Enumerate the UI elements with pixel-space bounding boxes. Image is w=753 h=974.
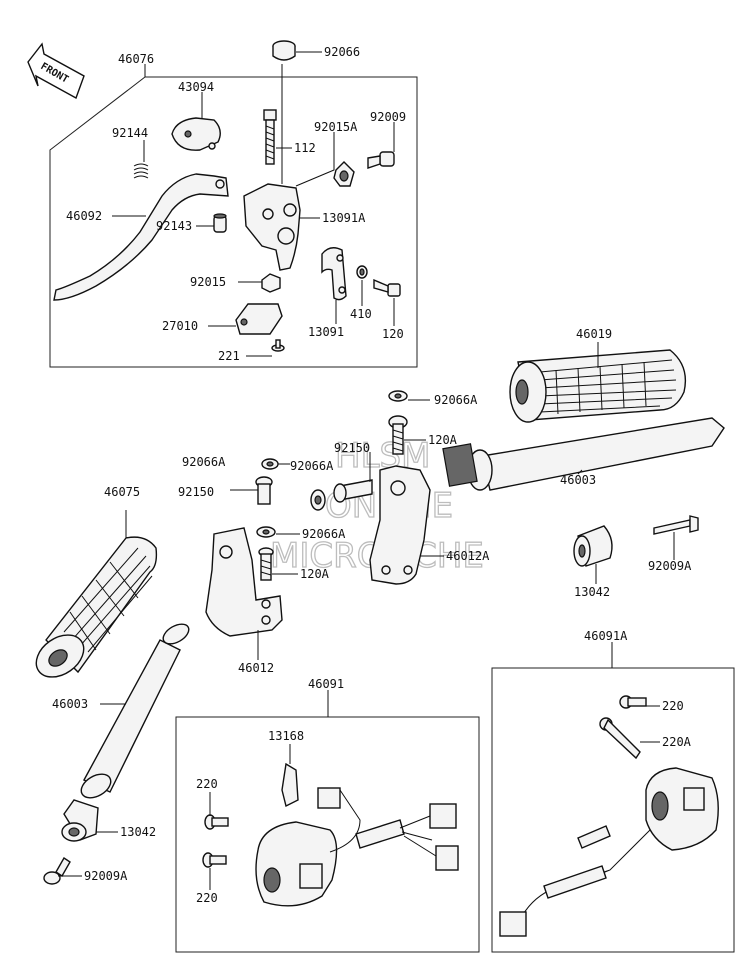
label-43094: 43094 [178, 80, 214, 94]
part-92144-spring [133, 163, 149, 179]
part-switch-housing-right [645, 767, 719, 851]
part-46003-tube-right [442, 417, 725, 491]
part-46012A-holder [369, 465, 431, 585]
part-92150-bolt-left [255, 476, 273, 505]
label-46019: 46019 [576, 327, 612, 341]
label-46012A: 46012A [446, 549, 490, 563]
label-13042-left: 13042 [120, 825, 156, 839]
part-410-washer [356, 265, 368, 279]
part-13168-clip [281, 762, 299, 808]
part-92015-nut [261, 273, 281, 293]
part-220-screw-lower [202, 852, 227, 868]
label-120: 120 [382, 327, 404, 341]
part-92009A-screw-right [653, 515, 699, 535]
part-120A-bolt-top [388, 415, 408, 455]
part-220-screw-upper [204, 814, 229, 830]
label-120A-top: 120A [428, 433, 458, 447]
label-220A: 220A [662, 735, 692, 749]
label-27010: 27010 [162, 319, 198, 333]
part-92066-cap [272, 40, 296, 61]
label-92066A-top: 92066A [434, 393, 478, 407]
part-13091-clamp [321, 247, 347, 301]
label-46003-left: 46003 [52, 697, 88, 711]
label-92009A-left: 92009A [84, 869, 128, 883]
label-13168: 13168 [268, 729, 304, 743]
label-46076: 46076 [118, 52, 154, 66]
part-46092-lever [53, 173, 229, 301]
part-92066A-washer-low [256, 526, 276, 538]
part-43094-cover [171, 117, 221, 151]
label-13091A: 13091A [322, 211, 366, 225]
part-13042-weight-right [573, 525, 613, 567]
part-switch-housing-left [255, 821, 338, 907]
part-13091A-bracket [243, 183, 301, 271]
label-221: 221 [218, 349, 240, 363]
part-46003-tube-left [80, 623, 190, 799]
label-92066: 92066 [324, 45, 360, 59]
part-46019-grip [509, 349, 687, 423]
label-220-lower: 220 [196, 891, 218, 905]
label-220-right: 220 [662, 699, 684, 713]
part-220A-screw-right [599, 717, 641, 760]
part-46012-holder [205, 527, 283, 637]
label-92144: 92144 [112, 126, 148, 140]
label-46012: 46012 [238, 661, 274, 675]
part-120-bolt [373, 278, 401, 297]
front-arrow-icon: FRONT [27, 42, 85, 100]
label-92015: 92015 [190, 275, 226, 289]
label-13042-right: 13042 [574, 585, 610, 599]
label-92015A: 92015A [314, 120, 358, 134]
label-92143: 92143 [156, 219, 192, 233]
label-92066A-mid: 92066A [290, 459, 334, 473]
part-labels: 46076 43094 92066 92144 112 92015A 92009… [52, 45, 692, 905]
part-27010-switch [235, 303, 283, 335]
part-112-bolt [263, 109, 277, 165]
label-46075: 46075 [104, 485, 140, 499]
label-13091: 13091 [308, 325, 344, 339]
part-120A-bolt-low [258, 547, 274, 581]
label-92009: 92009 [370, 110, 406, 124]
part-wiring-right [499, 825, 651, 937]
leader-lines [58, 51, 675, 890]
label-92150-right: 92150 [334, 441, 370, 455]
part-13042-weight-left [61, 799, 99, 842]
label-410: 410 [350, 307, 372, 321]
label-92150-left: 92150 [178, 485, 214, 499]
label-92009A-right: 92009A [648, 559, 692, 573]
label-92066A-low: 92066A [302, 527, 346, 541]
part-92150-bolt-right [333, 479, 373, 503]
label-112: 112 [294, 141, 316, 155]
label-46091A: 46091A [584, 629, 628, 643]
label-120A-low: 120A [300, 567, 330, 581]
part-92066A-washer-mid [310, 489, 326, 511]
label-46092: 46092 [66, 209, 102, 223]
part-92143-collar [213, 213, 227, 233]
label-92066A-left: 92066A [182, 455, 226, 469]
part-92066A-washer-top [388, 390, 408, 402]
label-220-upper: 220 [196, 777, 218, 791]
label-46091: 46091 [308, 677, 344, 691]
group-box-46091A [491, 667, 735, 953]
group-box-46076 [49, 76, 418, 368]
part-46075-grip [35, 536, 158, 678]
part-92009A-screw-left [43, 857, 71, 885]
part-wiring-left [317, 787, 459, 871]
label-46003-right: 46003 [560, 473, 596, 487]
part-92009-screw [367, 151, 395, 169]
part-92015A-nut [333, 161, 355, 187]
part-221-screw [271, 339, 285, 352]
part-220-screw-right [619, 695, 647, 709]
part-92066A-washer-left [261, 458, 279, 470]
